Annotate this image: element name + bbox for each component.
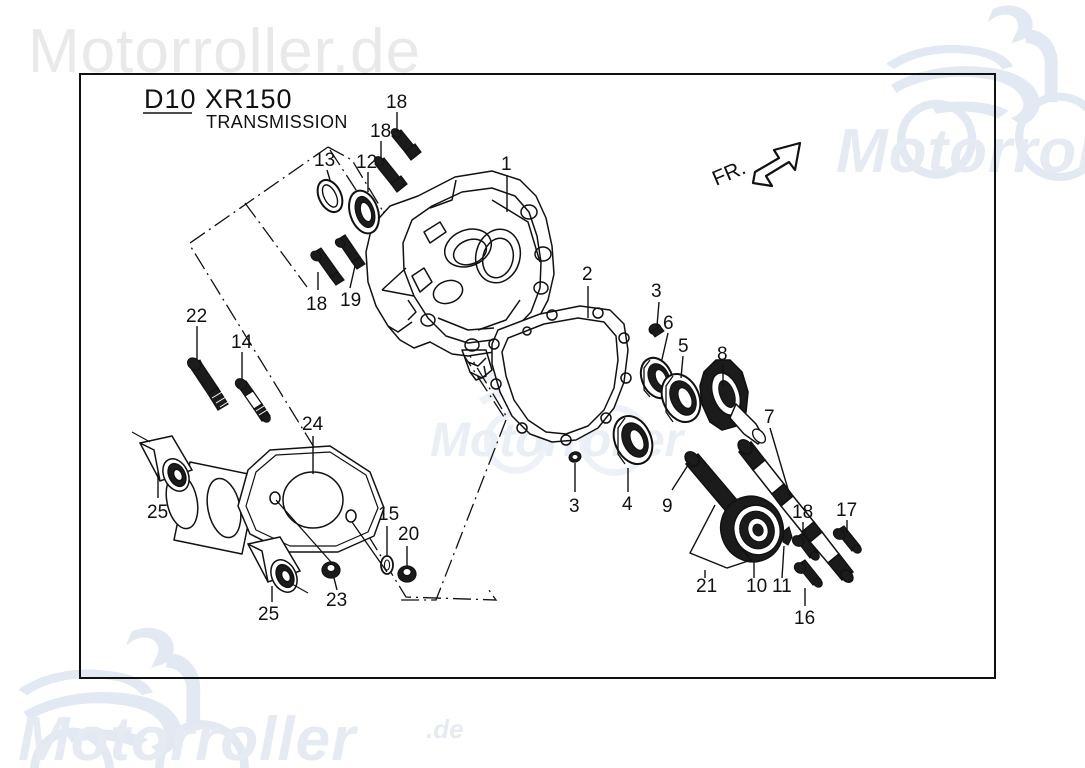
title-block: D10 XR150 TRANSMISSION (143, 84, 348, 132)
callout-25-a: 25 (147, 472, 168, 523)
title-code: D10 (144, 84, 197, 114)
callout-18-d: 18 (792, 502, 813, 536)
callout-label-10: 10 (746, 576, 767, 597)
callout-14: 14 (231, 332, 253, 380)
callout-17: 17 (836, 500, 857, 533)
assembly-boundary-lower (400, 419, 507, 601)
orientation-indicator: FR. (709, 141, 802, 191)
callout-22: 22 (186, 306, 207, 360)
callout-1: 1 (501, 154, 512, 212)
callout-label-13: 13 (314, 150, 335, 171)
callout-label-11: 11 (772, 576, 792, 597)
arrow-up-right-icon (751, 141, 802, 188)
part-24-engine-hanger-bracket (165, 445, 385, 555)
part-22-flange-bolt (187, 357, 229, 411)
part-20-nut (397, 565, 417, 583)
part-16-bolt (793, 559, 823, 588)
part-25-rubber-bushing-b (246, 536, 309, 594)
callout-16: 16 (794, 588, 815, 629)
callout-label-4: 4 (622, 494, 633, 515)
callout-21: 21 (696, 576, 717, 597)
watermark-bottom-left (18, 628, 464, 768)
part-8-drive-gear (699, 359, 767, 445)
callout-label-3b: 3 (569, 496, 580, 517)
callout-label-18d: 18 (792, 502, 813, 523)
part-3-circlip (568, 451, 582, 463)
callout-8: 8 (717, 344, 728, 386)
callout-label-14: 14 (231, 332, 253, 353)
callout-label-9: 9 (662, 496, 673, 517)
callout-label-23: 23 (326, 590, 347, 611)
callout-label-2: 2 (582, 264, 593, 285)
part-11-woodruff-key (782, 526, 793, 546)
title-model: XR150 (205, 84, 293, 114)
callout-3-upper: 3 (651, 281, 662, 327)
callout-label-6: 6 (663, 313, 674, 334)
part-17-bolt (832, 525, 862, 554)
callout-label-18c: 18 (306, 294, 327, 315)
callout-label-20: 20 (398, 524, 419, 545)
part-2-gasket (488, 305, 632, 446)
part-4-bearing (612, 415, 654, 465)
callout-20: 20 (398, 524, 419, 566)
callout-24: 24 (302, 414, 324, 474)
callout-label-25b: 25 (258, 604, 279, 625)
callout-4: 4 (622, 468, 633, 515)
orientation-label: FR. (709, 156, 749, 190)
part-12-oil-seal (348, 189, 380, 235)
part-25-rubber-bushing-a (131, 431, 194, 492)
callout-label-17: 17 (836, 500, 857, 521)
callout-18-a: 18 (386, 92, 407, 132)
part-13-o-ring (316, 178, 344, 214)
callout-12: 12 (356, 152, 377, 192)
title-section: TRANSMISSION (206, 112, 348, 132)
callout-25-b: 25 (258, 586, 279, 625)
callout-label-19: 19 (340, 290, 361, 311)
callout-5: 5 (678, 336, 689, 379)
callout-label-8: 8 (717, 344, 728, 365)
callout-label-7: 7 (764, 407, 775, 428)
part-6-dowel-pin (648, 323, 665, 338)
callout-label-12: 12 (356, 152, 377, 173)
callout-label-3: 3 (651, 281, 662, 302)
callout-label-21: 21 (696, 576, 717, 597)
callout-10: 10 (746, 562, 767, 597)
part-5b-bearing (660, 373, 702, 423)
callout-3-lower: 3 (569, 463, 580, 517)
part-18-flange-bolt-c (310, 247, 345, 286)
part-10-driven-gear (719, 495, 785, 563)
callout-label-15: 15 (378, 504, 399, 525)
part-18-flange-bolt-b (373, 156, 408, 193)
part-21-assembly-bracket (689, 504, 753, 578)
part-19-bolt (334, 234, 366, 270)
callout-11: 11 (772, 545, 792, 597)
callout-label-22: 22 (186, 306, 207, 327)
callout-7: 7 (764, 407, 791, 497)
callout-2: 2 (582, 264, 593, 318)
callout-19: 19 (340, 265, 361, 311)
callout-label-18: 18 (386, 92, 407, 113)
callout-label-5: 5 (678, 336, 689, 357)
part-18-flange-bolt-d (791, 532, 820, 561)
callout-6: 6 (659, 313, 674, 369)
callout-label-16: 16 (794, 608, 815, 629)
callout-label-18b: 18 (370, 121, 391, 142)
callout-18-c: 18 (306, 272, 327, 315)
callout-15: 15 (351, 504, 399, 573)
callout-13: 13 (314, 150, 335, 181)
callout-18-b: 18 (370, 121, 391, 158)
callout-label-24: 24 (302, 414, 324, 435)
callout-label-1: 1 (501, 154, 512, 175)
part-18-flange-bolt-a (390, 128, 422, 161)
part-23-nut (321, 561, 341, 579)
callout-label-25: 25 (147, 502, 168, 523)
watermark-top-right (836, 6, 1085, 186)
callout-23: 23 (275, 499, 347, 611)
callout-9: 9 (662, 461, 691, 517)
part-14-stud-bolt (234, 378, 271, 423)
diagram-frame (79, 73, 996, 679)
